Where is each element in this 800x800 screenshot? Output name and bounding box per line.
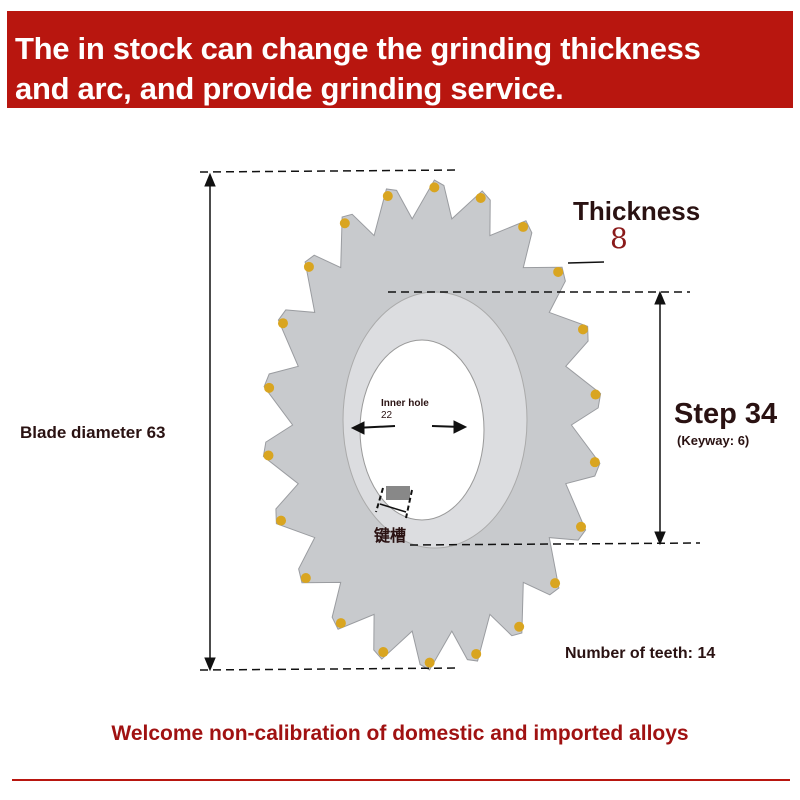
teeth-count-label: Number of teeth: 14 (565, 645, 716, 662)
inner-hole-value: 22 (381, 410, 393, 421)
carbide-tip (424, 657, 435, 668)
header-banner: The in stock can change the grinding thi… (7, 11, 793, 108)
carbide-tip (577, 324, 588, 335)
carbide-tip (300, 573, 311, 584)
banner-line-1: The in stock can change the grinding thi… (15, 31, 701, 66)
carbide-tip (576, 521, 587, 532)
saw-blade (262, 179, 602, 671)
footer-divider (12, 779, 790, 781)
carbide-tip (276, 515, 287, 526)
inner-hole (359, 339, 485, 521)
thickness-value: 8 (610, 222, 628, 255)
step-label: Step 34 (674, 398, 778, 430)
carbide-tip (514, 621, 525, 632)
carbide-tip (429, 182, 440, 193)
carbide-tip (475, 192, 486, 203)
carbide-tip (339, 218, 350, 229)
thickness-label: Thickness (573, 196, 701, 226)
carbide-tip (589, 457, 600, 468)
carbide-tip (335, 618, 346, 629)
keyway-cn-label: 键槽 (374, 526, 407, 545)
keyway-label: (Keyway: 6) (677, 433, 750, 448)
carbide-tip (550, 578, 561, 589)
carbide-tip (263, 450, 274, 461)
carbide-tip (303, 261, 314, 272)
carbide-tip (590, 389, 601, 400)
banner-line-2: and arc, and provide grinding service. (15, 71, 564, 106)
carbide-tip (378, 647, 389, 658)
carbide-tip (553, 266, 564, 277)
footer-text: Welcome non-calibration of domestic and … (111, 722, 689, 745)
keyway-slot (386, 486, 410, 500)
carbide-tip (518, 221, 529, 232)
carbide-tip (264, 382, 275, 393)
blade-diameter-label: Blade diameter 63 (20, 423, 166, 442)
carbide-tip (471, 648, 482, 659)
inner-hole-label: Inner hole (381, 398, 429, 409)
carbide-tip (277, 318, 288, 329)
dimension-lines (199, 169, 701, 672)
carbide-tip (382, 191, 393, 202)
